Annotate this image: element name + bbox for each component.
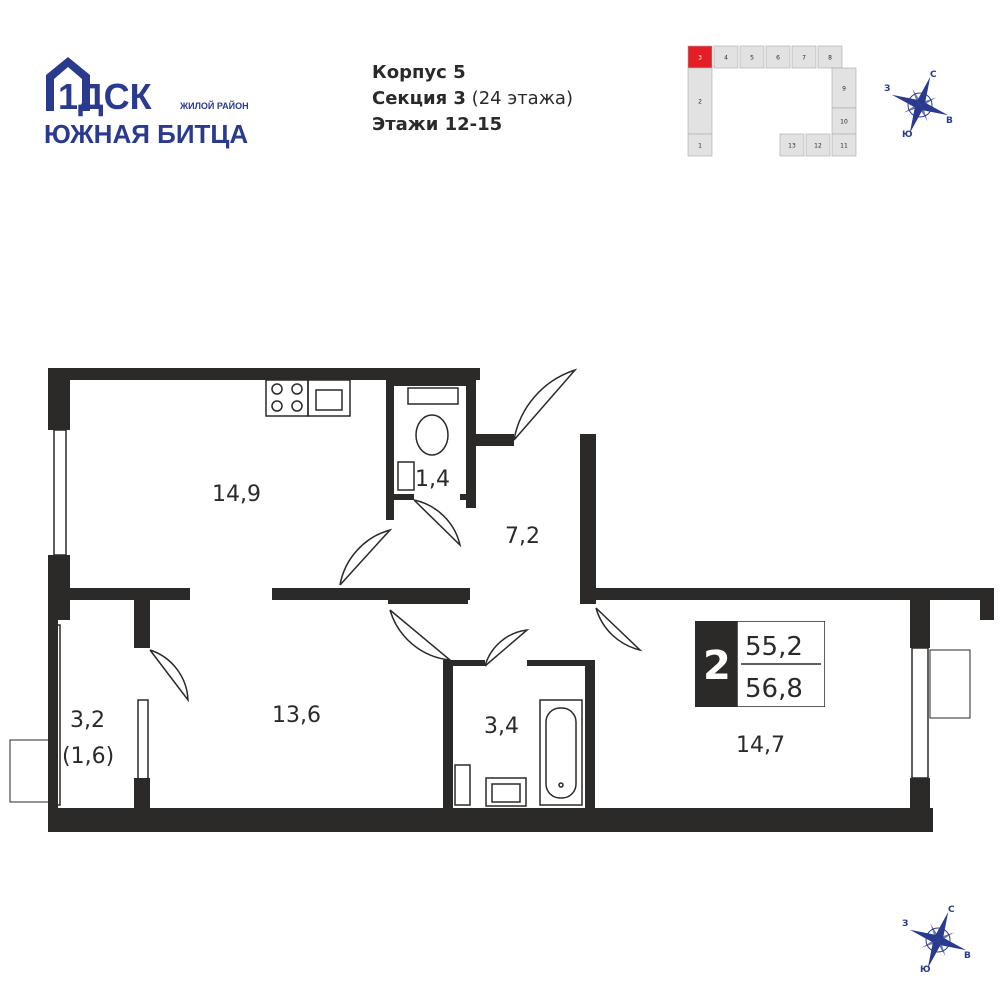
key-plan-section-4: 4 (713, 45, 739, 69)
korpus-label: Корпус 5 (372, 62, 466, 83)
house-outline-icon (46, 57, 90, 111)
key-plan-section-label: 11 (840, 143, 848, 150)
compass-north: С (930, 70, 937, 80)
key-plan-section-label: 9 (842, 86, 846, 93)
key-plan-section-8: 8 (817, 45, 843, 69)
area-total: 56,8 (745, 674, 803, 704)
door-wc (413, 499, 462, 548)
room-area-bedroom: 14,7 (736, 733, 785, 758)
key-plan-section-label: 13 (788, 143, 796, 150)
key-plan-section-13: 13 (779, 133, 805, 157)
district-name: ЮЖНАЯ БИТЦА (44, 119, 248, 149)
apartment-badge: 2 55,2 56,8 (695, 621, 825, 707)
compass-north: С (948, 905, 955, 915)
door-bathroom (484, 628, 530, 667)
washbasin-icon (485, 777, 527, 807)
key-plan-section-label: 7 (802, 55, 806, 62)
key-plan-section-7: 7 (791, 45, 817, 69)
compass-rose-icon: С З В Ю (884, 70, 953, 140)
door-bedroom (595, 607, 643, 652)
logo-mark: 1ДСК (58, 76, 153, 117)
key-plan-section-12: 12 (805, 133, 831, 157)
key-plan-section-label: 3 (698, 55, 702, 62)
compass-south: Ю (902, 130, 913, 140)
compass-west: З (902, 919, 908, 929)
washing-machine (454, 764, 471, 806)
key-plan-section-label: 6 (776, 55, 780, 62)
stove-icon (265, 379, 309, 417)
key-plan: 3 4 5 6 7 8 2 1 9 10 13 12 11 (687, 45, 857, 157)
ac-unit (9, 739, 51, 803)
door-balcony (149, 649, 189, 703)
walls (48, 368, 994, 832)
section-label: Секция 3 (372, 88, 466, 109)
ac-unit (929, 649, 971, 719)
floors-label: Этажи 12-15 (372, 114, 503, 135)
key-plan-section-1: 1 (687, 133, 713, 157)
room-area-hall: 7,2 (505, 524, 540, 549)
sink-icon (307, 379, 351, 417)
brand-logo: 1ДСК ЖИЛОЙ РАЙОН ЮЖНАЯ БИТЦА (44, 57, 249, 149)
compass-rose-icon: С З В Ю (902, 905, 971, 975)
room-area-kitchen: 14,9 (212, 482, 261, 507)
rooms-count: 2 (703, 643, 731, 689)
district-label: ЖИЛОЙ РАЙОН (179, 100, 249, 111)
door-living (389, 609, 453, 662)
key-plan-section-label: 2 (698, 99, 702, 106)
bathtub-icon (539, 699, 583, 806)
door-kitchen (339, 528, 393, 586)
compass-west: З (884, 84, 890, 94)
key-plan-sections: 3 4 5 6 7 8 2 1 9 10 13 12 11 (687, 45, 857, 157)
building-info: Корпус 5 Секция 3 (24 этажа) Этажи 12-15 (372, 60, 573, 138)
key-plan-section-5: 5 (739, 45, 765, 69)
compass-south: Ю (920, 965, 931, 975)
toilet-icon (397, 387, 459, 491)
key-plan-section-11: 11 (831, 133, 857, 157)
area-living: 55,2 (745, 632, 803, 662)
windows (51, 429, 929, 806)
compass-east: В (946, 116, 953, 126)
key-plan-section-label: 1 (698, 143, 702, 150)
door-entrance (513, 368, 578, 441)
room-area-balcony: 3,2 (70, 708, 105, 733)
compass-east: В (964, 951, 971, 961)
room-area-bathroom: 3,4 (484, 714, 519, 739)
section-floors: (24 этажа) (471, 88, 573, 109)
doors (149, 368, 643, 703)
key-plan-section-label: 5 (750, 55, 754, 62)
key-plan-section-label: 4 (724, 55, 728, 62)
key-plan-section-label: 12 (814, 143, 822, 150)
room-area-wc: 1,4 (415, 467, 450, 492)
key-plan-section-label: 8 (828, 55, 832, 62)
rooms-count-box (695, 621, 737, 707)
key-plan-section-6: 6 (765, 45, 791, 69)
key-plan-section-label: 10 (840, 119, 848, 126)
room-area-living: 13,6 (272, 703, 321, 728)
room-area-balcony-reduced: (1,6) (62, 744, 114, 769)
